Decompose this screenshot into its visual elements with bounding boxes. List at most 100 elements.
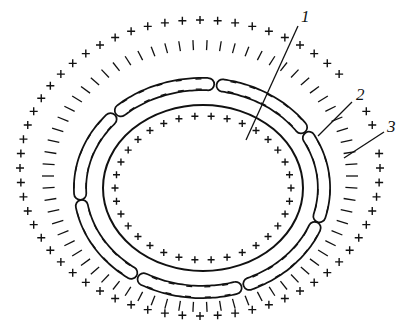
- plus-sign: [265, 301, 273, 309]
- minus-sign: [230, 82, 236, 83]
- minus-sign: [169, 283, 175, 284]
- plus-sign: [57, 70, 65, 78]
- minus-sign: [329, 189, 331, 195]
- plus-sign: [373, 193, 381, 201]
- field-tick: [220, 301, 222, 311]
- plus-sign: [224, 254, 231, 261]
- field-tick: [192, 40, 194, 50]
- field-tick: [345, 163, 357, 165]
- plus-sign: [37, 234, 45, 242]
- field-tick: [325, 106, 335, 111]
- plus-sign: [111, 295, 119, 303]
- field-tick: [81, 87, 90, 94]
- minus-sign: [222, 284, 228, 285]
- minus-sign: [327, 206, 328, 212]
- minus-sign: [144, 100, 149, 103]
- plus-sign: [125, 222, 132, 229]
- plus-sign: [112, 185, 119, 192]
- minus-sign: [89, 210, 91, 216]
- field-tick: [113, 62, 120, 70]
- plus-sign: [96, 41, 104, 49]
- plus-sign: [113, 171, 120, 178]
- plus-sign: [310, 50, 318, 58]
- plus-sign: [239, 120, 246, 127]
- plus-sign: [208, 113, 215, 120]
- minus-sign: [283, 104, 288, 108]
- minus-sign: [73, 182, 74, 188]
- plus-sign: [362, 221, 370, 229]
- minus-sign: [77, 212, 79, 218]
- plus-sign: [323, 59, 331, 67]
- plus-sign: [161, 19, 169, 27]
- plus-sign: [375, 179, 383, 187]
- plus-sign: [248, 306, 256, 314]
- plus-sign: [146, 242, 153, 249]
- plus-sign: [144, 306, 152, 314]
- plus-sign: [265, 136, 272, 143]
- minus-sign: [161, 94, 167, 96]
- plus-sign: [286, 198, 293, 205]
- minus-sign: [304, 230, 307, 235]
- callout-number: 3: [386, 118, 397, 135]
- minus-sign: [91, 153, 93, 159]
- minus-sign: [186, 285, 192, 287]
- minus-sign: [317, 140, 320, 145]
- minus-sign: [178, 90, 184, 92]
- field-tick: [301, 267, 309, 274]
- segment-fill: [144, 279, 236, 292]
- plus-sign: [175, 254, 182, 261]
- field-tick: [48, 140, 60, 143]
- plus-sign: [282, 158, 289, 165]
- field-tick: [269, 56, 275, 65]
- minus-sign: [87, 134, 90, 139]
- field-tick: [337, 220, 348, 224]
- field-tick: [151, 47, 155, 57]
- minus-sign: [225, 294, 231, 295]
- membrane-segment: [144, 279, 236, 292]
- field-tick: [337, 128, 348, 132]
- plus-sign: [248, 22, 256, 30]
- minus-sign: [267, 94, 272, 97]
- plus-sign: [274, 147, 281, 154]
- plus-sign: [125, 147, 132, 154]
- field-tick: [91, 78, 99, 85]
- plus-sign: [37, 94, 45, 102]
- minus-sign: [316, 174, 318, 180]
- callout-number: 1: [300, 8, 311, 25]
- plus-sign: [214, 311, 222, 319]
- plus-sign: [134, 233, 141, 240]
- field-tick: [91, 267, 99, 274]
- inner-charge-ring: [112, 113, 295, 263]
- field-tick: [138, 51, 143, 60]
- minus-sign: [107, 126, 111, 130]
- plus-sign: [127, 27, 135, 35]
- field-tick: [64, 241, 74, 246]
- minus-sign: [228, 92, 234, 93]
- leader-line: [246, 26, 298, 140]
- plus-sign: [19, 193, 27, 201]
- plus-sign: [362, 107, 370, 115]
- plus-sign: [30, 221, 38, 229]
- field-tick: [325, 241, 335, 246]
- plus-sign: [111, 33, 119, 41]
- minus-sign: [92, 244, 96, 249]
- leader-line: [344, 132, 384, 158]
- field-tick: [45, 152, 57, 154]
- minus-sign: [113, 251, 117, 255]
- plus-sign: [113, 198, 120, 205]
- field-tick: [301, 78, 309, 85]
- minus-sign: [83, 229, 86, 234]
- field-tick: [125, 56, 131, 65]
- plus-sign: [253, 242, 260, 249]
- plus-sign: [355, 234, 363, 242]
- minus-sign: [275, 274, 280, 277]
- plus-sign: [310, 278, 318, 286]
- segment-fill: [82, 206, 131, 273]
- segment-fill: [249, 228, 314, 284]
- minus-sign: [147, 287, 153, 289]
- plus-sign: [239, 249, 246, 256]
- plus-sign: [265, 27, 273, 35]
- field-tick: [101, 70, 108, 78]
- minus-sign: [314, 235, 317, 240]
- field-tick: [269, 287, 275, 296]
